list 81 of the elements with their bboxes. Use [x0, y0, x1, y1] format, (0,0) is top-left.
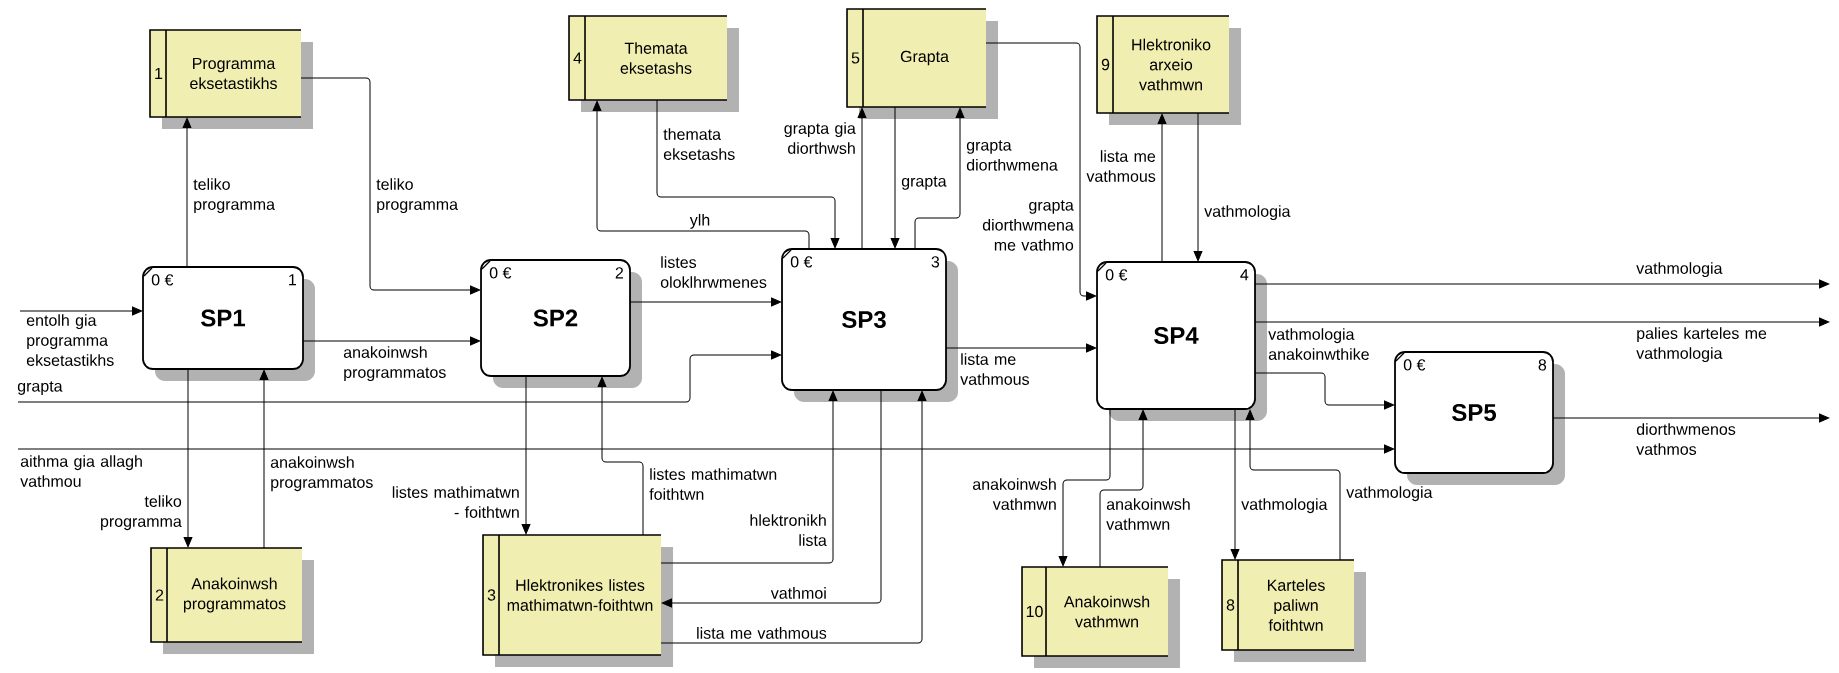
- data-store: 5 Grapta: [846, 8, 998, 119]
- edge-label: vathmologia: [1204, 205, 1291, 221]
- arrow: [17, 350, 782, 403]
- data-store: 4 Themata eksetashs: [568, 15, 739, 112]
- edge-label: lista me vathmous: [960, 353, 1029, 385]
- arrow: [985, 42, 1097, 301]
- arrow: [857, 107, 867, 250]
- arrow: [660, 390, 927, 644]
- arrow: [914, 107, 965, 250]
- edge-label: listes mathimatwn foithtwn: [649, 468, 777, 500]
- process-box: SP3 0 € 3: [781, 248, 958, 402]
- data-store: 9 Hlektroniko arxeio vathmwn: [1096, 15, 1241, 125]
- edge-label: lista me vathmous: [1086, 150, 1156, 182]
- edge-label: vathmologia: [1636, 262, 1723, 278]
- node-label: 3: [487, 589, 496, 601]
- edge-label: grapta gia diorthwsh: [784, 122, 856, 154]
- edge-label: anakoinwsh vathmwn: [973, 478, 1056, 510]
- arrow: [1552, 413, 1830, 423]
- edge-label: listes mathimatwn - foithtwn: [392, 486, 519, 518]
- edge-label: teliko programma: [193, 178, 275, 214]
- process-box: SP1 0 € 1: [142, 266, 315, 381]
- edge-label: anakoinwsh programmatos: [270, 456, 373, 492]
- edge-label: listes oloklhrwmenes: [660, 256, 767, 288]
- arrow: [19, 306, 143, 316]
- edge-label: anakoinwsh programmatos: [343, 346, 446, 382]
- arrow: [1254, 279, 1830, 289]
- process-box: SP5 0 € 8: [1394, 351, 1565, 485]
- data-store: 2 Anakoinwsh programmatos: [150, 547, 314, 654]
- edge-label: vathmologia: [1241, 498, 1328, 514]
- edge-label: lista me vathmous: [697, 627, 827, 639]
- arrow: [302, 336, 481, 346]
- edge-label: ylh: [689, 213, 710, 229]
- arrow: [521, 375, 531, 535]
- process-box: SP4 0 € 4: [1096, 261, 1267, 421]
- node-label: 8: [1226, 599, 1235, 611]
- arrow: [1157, 113, 1167, 263]
- arrow: [660, 390, 838, 564]
- arrow: [259, 369, 269, 549]
- edge-label: hlektronikh lista: [750, 514, 827, 546]
- data-store: 8 Karteles paliwn foithtwn: [1221, 559, 1366, 662]
- arrow: [182, 117, 192, 268]
- edge-label: grapta: [17, 381, 63, 395]
- arrow: [1245, 409, 1341, 561]
- edge-label: aithma gia allagh vathmou: [20, 455, 142, 487]
- edge-label: grapta: [901, 176, 947, 190]
- edge-label: grapta diorthwmena: [966, 140, 1058, 171]
- node-label: 9: [1101, 58, 1110, 71]
- arrow: [1193, 112, 1203, 262]
- edge-label: palies karteles me vathmologia: [1636, 327, 1767, 363]
- edge-label: entolh gia programma eksetastikhs: [26, 314, 114, 366]
- arrow: [945, 343, 1097, 353]
- edge-label: diorthwmenos vathmos: [1636, 423, 1736, 455]
- process-box: SP2 0 € 2: [480, 259, 642, 388]
- edge-label: vathmoi: [770, 587, 826, 599]
- edge-label: themata eksetashs: [663, 128, 735, 160]
- edge-label: teliko programma: [101, 495, 182, 531]
- data-store: 10 Anakoinwsh vathmwn: [1021, 566, 1180, 668]
- arrow: [17, 444, 1395, 454]
- data-store: 3 Hlektronikes listes mathimatwn-foithtwn: [482, 534, 673, 667]
- edge-label: teliko programma: [376, 178, 458, 214]
- edge-label: vathmologia: [1346, 486, 1433, 502]
- arrow: [300, 77, 481, 295]
- arrow: [1254, 317, 1830, 327]
- arrow: [1058, 408, 1111, 567]
- arrow: [1230, 408, 1240, 560]
- arrow: [629, 297, 782, 307]
- edge-label: anakoinwsh vathmwn: [1106, 498, 1190, 530]
- arrow: [661, 389, 882, 608]
- arrow: [597, 376, 644, 536]
- node-label: 4: [573, 52, 582, 64]
- node-label: 5: [851, 52, 860, 64]
- arrow: [656, 99, 840, 249]
- node-label: 2: [155, 589, 164, 601]
- arrow: [1099, 409, 1148, 568]
- edge-label: vathmologia anakoinwthike: [1268, 328, 1369, 360]
- data-store: 1 Programma eksetastikhs: [149, 29, 313, 129]
- arrow: [183, 368, 193, 548]
- arrow: [890, 106, 900, 249]
- arrow: [592, 100, 810, 250]
- arrow: [1254, 372, 1395, 410]
- edge-label: grapta diorthwmena me vathmo: [982, 200, 1074, 251]
